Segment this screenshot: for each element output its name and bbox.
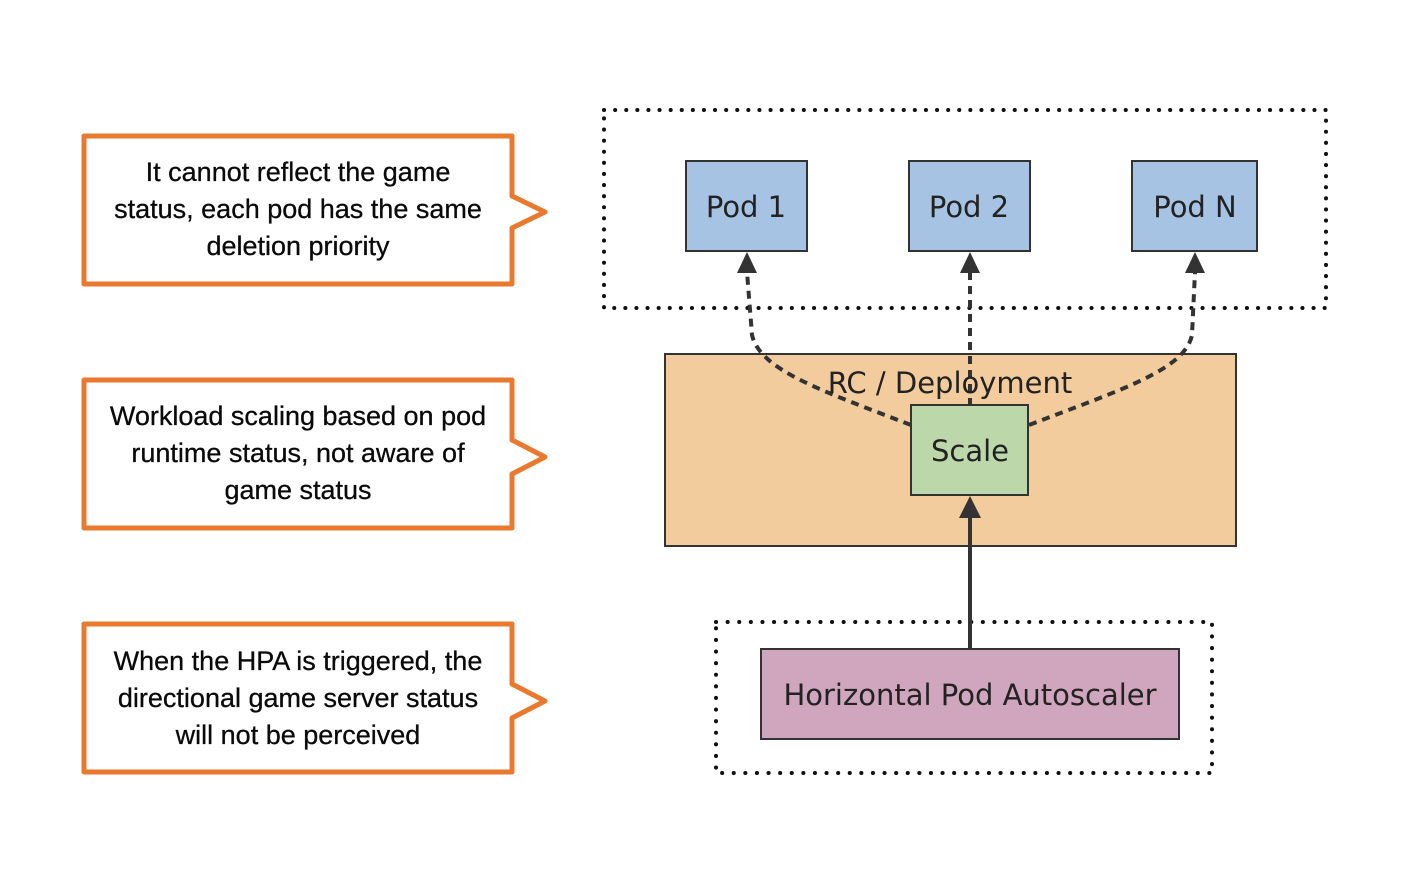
pod-node-n[interactable]: Pod N [1131, 160, 1258, 252]
hpa-node[interactable]: Horizontal Pod Autoscaler [760, 648, 1180, 740]
hpa-node-label: Horizontal Pod Autoscaler [783, 678, 1156, 712]
arrowhead-pod2 [960, 252, 980, 273]
pod-node-1[interactable]: Pod 1 [685, 160, 808, 252]
arrowhead-podn [1185, 252, 1205, 273]
pods-group-border [602, 108, 1328, 310]
arrowhead-pod1 [737, 252, 757, 273]
hpa-group-border [714, 620, 1214, 775]
callout-text-2: Workload scaling based on pod runtime st… [109, 401, 487, 505]
callout-bubble-2 [81, 377, 548, 531]
scale-node-label: Scale [931, 434, 1009, 468]
callout-text-1: It cannot reflect the game status, each … [114, 157, 482, 261]
edge-scale-to-podn [1028, 271, 1197, 427]
pod-node-n-label: Pod N [1153, 190, 1237, 224]
arrowhead-scale [959, 496, 981, 518]
pod-node-2[interactable]: Pod 2 [908, 160, 1031, 252]
pod-node-1-label: Pod 1 [706, 190, 786, 224]
pod-node-2-label: Pod 2 [929, 190, 1009, 224]
callout-bubble-1 [81, 133, 548, 287]
callout-bubble-3 [81, 621, 548, 775]
scale-node[interactable]: Scale [910, 404, 1029, 496]
callout-text-3: When the HPA is triggered, the direction… [113, 646, 483, 750]
deployment-label: RC / Deployment [828, 366, 1073, 400]
